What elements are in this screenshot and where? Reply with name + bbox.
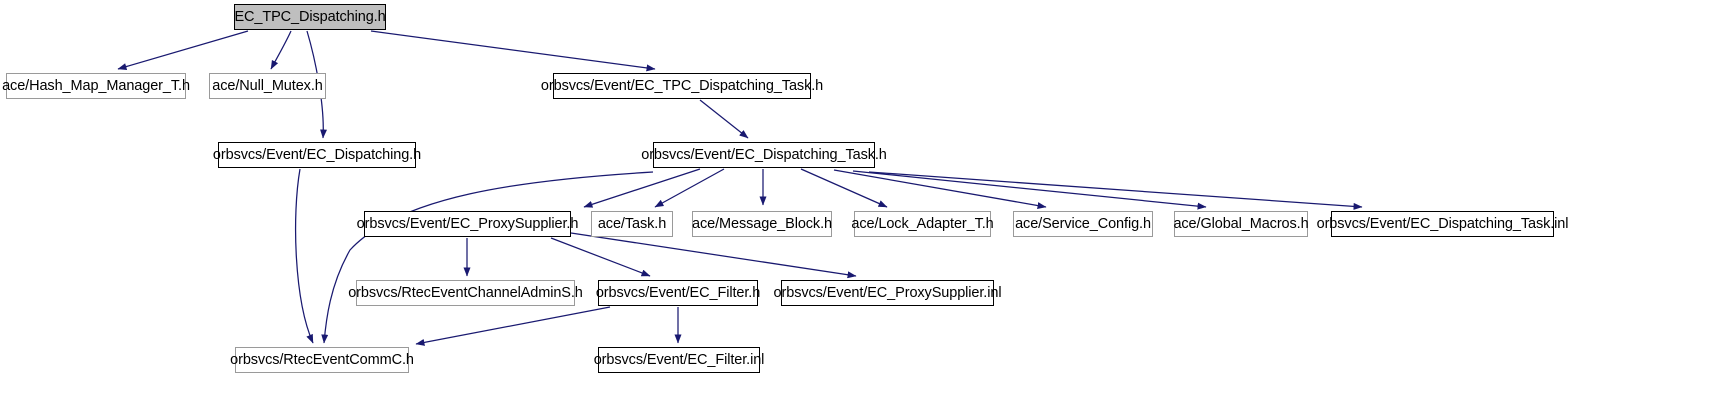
- node-label: orbsvcs/RtecEventCommC.h: [230, 351, 414, 368]
- edge-dispatching-task-to-service-config: [833, 169, 1047, 209]
- edge-dispatching-task-to-proxysupplier: [583, 168, 701, 208]
- node-orbsvcs-rteceventchanneladmins-h[interactable]: orbsvcs/RtecEventChannelAdminS.h: [348, 280, 583, 306]
- node-label: orbsvcs/Event/EC_TPC_Dispatching_Task.h: [540, 77, 824, 94]
- node-orbsvcs-event-ec-filter-h[interactable]: orbsvcs/Event/EC_Filter.h: [595, 280, 761, 306]
- edge-root-to-ec-tpc-dispatching-task: [370, 30, 656, 72]
- edge-proxysupplier-to-ec-filter: [550, 237, 651, 277]
- node-label: ace/Service_Config.h: [1015, 215, 1151, 232]
- node-orbsvcs-event-ec-filter-inl[interactable]: orbsvcs/Event/EC_Filter.inl: [594, 347, 764, 373]
- node-label: orbsvcs/Event/EC_Dispatching_Task.h: [641, 146, 887, 163]
- edge-root-to-hash-map-manager: [117, 30, 249, 70]
- node-ace-global-macros-h[interactable]: ace/Global_Macros.h: [1173, 211, 1309, 237]
- edge-tpc-task-to-dispatching-task: [699, 99, 749, 139]
- node-orbsvcs-event-ec-dispatching-task-h[interactable]: orbsvcs/Event/EC_Dispatching_Task.h: [641, 142, 887, 168]
- node-label: ace/Lock_Adapter_T.h: [851, 215, 994, 232]
- node-orbsvcs-event-ec-proxysupplier-h[interactable]: orbsvcs/Event/EC_ProxySupplier.h: [357, 211, 578, 237]
- edge-root-to-null-mutex: [270, 30, 292, 70]
- node-orbsvcs-event-ec-dispatching-task-inl[interactable]: orbsvcs/Event/EC_Dispatching_Task.inl: [1317, 211, 1568, 237]
- node-label: ace/Hash_Map_Manager_T.h: [2, 77, 190, 94]
- edge-dispatching-task-to-lock-adapter: [800, 168, 888, 208]
- edge-ec-filter-to-rteceventcommc: [415, 306, 611, 346]
- node-label: EC_TPC_Dispatching.h: [234, 8, 386, 25]
- node-ace-message-block-h[interactable]: ace/Message_Block.h: [692, 211, 832, 237]
- node-ace-service-config-h[interactable]: ace/Service_Config.h: [1013, 211, 1153, 237]
- node-ace-lock-adapter-t-h[interactable]: ace/Lock_Adapter_T.h: [851, 211, 994, 237]
- edge-dispatching-task-to-task: [654, 168, 725, 208]
- edge-proxysupplier-to-proxysupplier-inl: [570, 232, 857, 279]
- node-label: orbsvcs/Event/EC_Dispatching.h: [212, 146, 422, 163]
- node-ace-task-h[interactable]: ace/Task.h: [591, 211, 673, 237]
- node-label: orbsvcs/Event/EC_ProxySupplier.inl: [773, 284, 1002, 301]
- node-orbsvcs-event-ec-dispatching-h[interactable]: orbsvcs/Event/EC_Dispatching.h: [213, 142, 421, 168]
- node-ace-hash-map-manager-t-h[interactable]: ace/Hash_Map_Manager_T.h: [2, 73, 190, 99]
- node-label: ace/Null_Mutex.h: [212, 77, 323, 94]
- node-label: orbsvcs/Event/EC_Filter.inl: [593, 351, 765, 368]
- edge-dispatching-task-to-global-macros: [852, 170, 1207, 210]
- edge-dispatching-task-to-dispatching-task-inl: [868, 171, 1363, 210]
- node-orbsvcs-event-ec-tpc-dispatching-task-h[interactable]: orbsvcs/Event/EC_TPC_Dispatching_Task.h: [541, 73, 823, 99]
- node-label: orbsvcs/Event/EC_Filter.h: [595, 284, 761, 301]
- node-orbsvcs-event-ec-proxysupplier-inl[interactable]: orbsvcs/Event/EC_ProxySupplier.inl: [774, 280, 1002, 306]
- node-label: ace/Global_Macros.h: [1173, 215, 1309, 232]
- node-ace-null-mutex-h[interactable]: ace/Null_Mutex.h: [209, 73, 326, 99]
- node-label: orbsvcs/Event/EC_Dispatching_Task.inl: [1316, 215, 1569, 232]
- node-orbsvcs-rteceventcommc-h[interactable]: orbsvcs/RtecEventCommC.h: [230, 347, 414, 373]
- edge-dispatching-task-to-rteceventcommc: [321, 171, 654, 344]
- node-label: orbsvcs/Event/EC_ProxySupplier.h: [356, 215, 579, 232]
- edge-ec-dispatching-to-rteceventcommc: [294, 168, 314, 344]
- node-ec-tpc-dispatching-h[interactable]: EC_TPC_Dispatching.h: [234, 4, 386, 30]
- node-label: ace/Message_Block.h: [692, 215, 832, 232]
- node-label: orbsvcs/RtecEventChannelAdminS.h: [348, 284, 583, 301]
- node-label: ace/Task.h: [597, 215, 667, 232]
